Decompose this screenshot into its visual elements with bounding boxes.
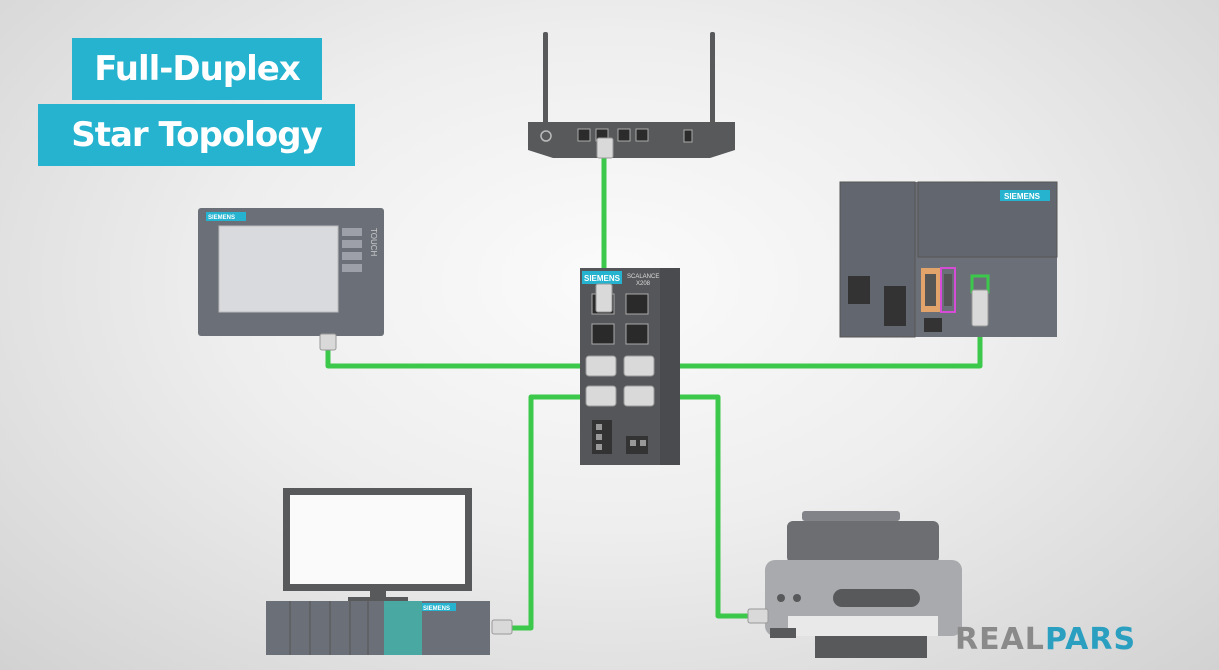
pc-plug <box>491 619 513 635</box>
router-body <box>528 122 735 158</box>
pc-brand: SIEMENS <box>423 606 450 612</box>
hmi-side-label: TOUCH <box>369 228 378 257</box>
printer <box>747 511 962 658</box>
hmi-screen <box>218 225 339 313</box>
router-antenna-left <box>543 32 548 124</box>
power-icon <box>540 130 552 142</box>
realpars-logo: REALPARS <box>955 622 1136 657</box>
router-antenna-right <box>710 32 715 124</box>
pc-rack <box>266 601 490 655</box>
hmi-brand: SIEMENS <box>208 215 235 221</box>
switch-plug-pc <box>585 385 617 407</box>
switch-model-1: SCALANCE <box>627 274 659 280</box>
cable-pc <box>512 394 598 631</box>
switch: SIEMENS SCALANCE X208 <box>580 268 680 465</box>
switch-model-2: X208 <box>636 281 651 287</box>
router <box>528 32 735 159</box>
cable-plc <box>640 335 983 369</box>
cable-hmi <box>325 350 600 369</box>
monitor-screen <box>290 495 465 584</box>
hmi-plug <box>319 333 337 351</box>
switch-plug-plc <box>623 355 655 377</box>
switch-plug-hmi <box>585 355 617 377</box>
plc: SIEMENS <box>839 181 1058 338</box>
pc-workstation: SIEMENS <box>266 488 513 655</box>
switch-plug-printer <box>623 385 655 407</box>
hmi-panel: SIEMENS TOUCH <box>198 208 384 351</box>
title-full-duplex: Full-Duplex <box>72 38 322 100</box>
usb-port-icon <box>683 129 693 143</box>
logo-part1: REAL <box>955 622 1045 657</box>
switch-plug-router <box>595 283 613 313</box>
switch-brand: SIEMENS <box>584 274 621 283</box>
plc-brand: SIEMENS <box>1004 192 1041 201</box>
logo-part2: PARS <box>1044 622 1137 657</box>
title-star-topology: Star Topology <box>38 104 355 166</box>
printer-plug <box>747 608 769 624</box>
router-plug <box>596 137 614 159</box>
plc-plug <box>971 289 989 327</box>
